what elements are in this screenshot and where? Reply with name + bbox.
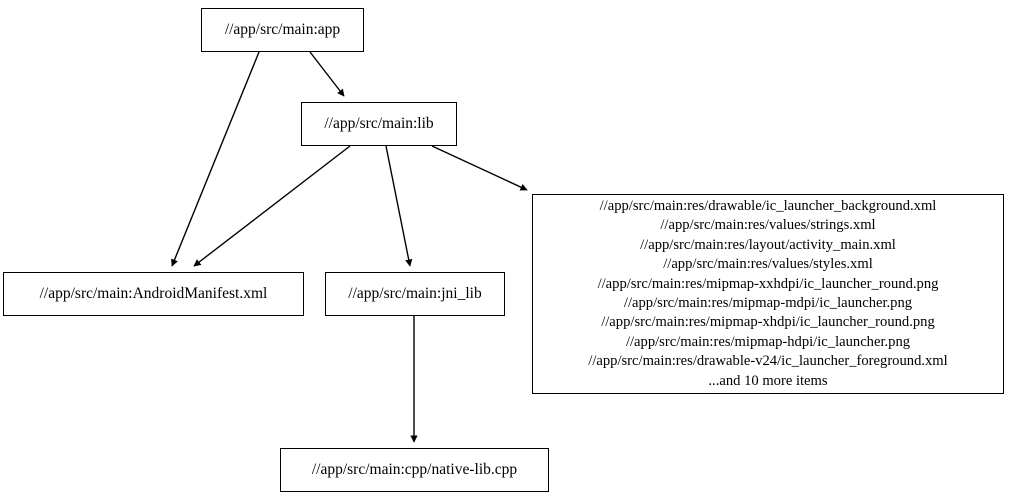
edge-lib-to-manifest xyxy=(193,145,351,267)
node-jni-lib-label: //app/src/main:jni_lib xyxy=(348,285,482,303)
edge-lib-to-resources xyxy=(431,145,528,191)
node-app[interactable]: //app/src/main:app xyxy=(201,8,364,52)
node-jni-lib[interactable]: //app/src/main:jni_lib xyxy=(325,272,505,316)
node-app-label: //app/src/main:app xyxy=(224,21,341,39)
resource-line: //app/src/main:res/values/strings.xml xyxy=(660,217,876,234)
resource-line: //app/src/main:res/mipmap-mdpi/ic_launch… xyxy=(623,295,913,311)
edge-lib-to-jni-lib xyxy=(385,145,413,267)
node-resources-label-list: //app/src/main:res/drawable/ic_launcher_… xyxy=(588,197,947,391)
resource-line: //app/src/main:res/layout/activity_main.… xyxy=(640,236,896,253)
resource-line: //app/src/main:res/drawable/ic_launcher_… xyxy=(599,197,937,214)
node-native-lib-cpp[interactable]: //app/src/main:cpp/native-lib.cpp xyxy=(280,448,549,492)
node-lib[interactable]: //app/src/main:lib xyxy=(301,102,457,146)
node-android-manifest-label: //app/src/main:AndroidManifest.xml xyxy=(39,285,268,303)
node-android-manifest[interactable]: //app/src/main:AndroidManifest.xml xyxy=(3,272,304,316)
node-resources-group[interactable]: //app/src/main:res/drawable/ic_launcher_… xyxy=(532,194,1004,394)
resource-line: //app/src/main:res/values/styles.xml xyxy=(663,256,873,273)
resource-line: //app/src/main:res/mipmap-xhdpi/ic_launc… xyxy=(601,314,935,331)
resource-line: //app/src/main:res/drawable-v24/ic_launc… xyxy=(588,353,948,370)
resource-line: //app/src/main:res/mipmap-xxhdpi/ic_laun… xyxy=(597,275,939,292)
resource-line: //app/src/main:res/mipmap-hdpi/ic_launch… xyxy=(625,333,911,350)
resource-line-more-items: ...and 10 more items xyxy=(708,372,828,389)
edge-app-to-lib xyxy=(309,51,345,97)
node-native-lib-cpp-label: //app/src/main:cpp/native-lib.cpp xyxy=(311,461,518,479)
edge-app-to-manifest xyxy=(171,51,260,267)
node-lib-label: //app/src/main:lib xyxy=(324,115,434,133)
